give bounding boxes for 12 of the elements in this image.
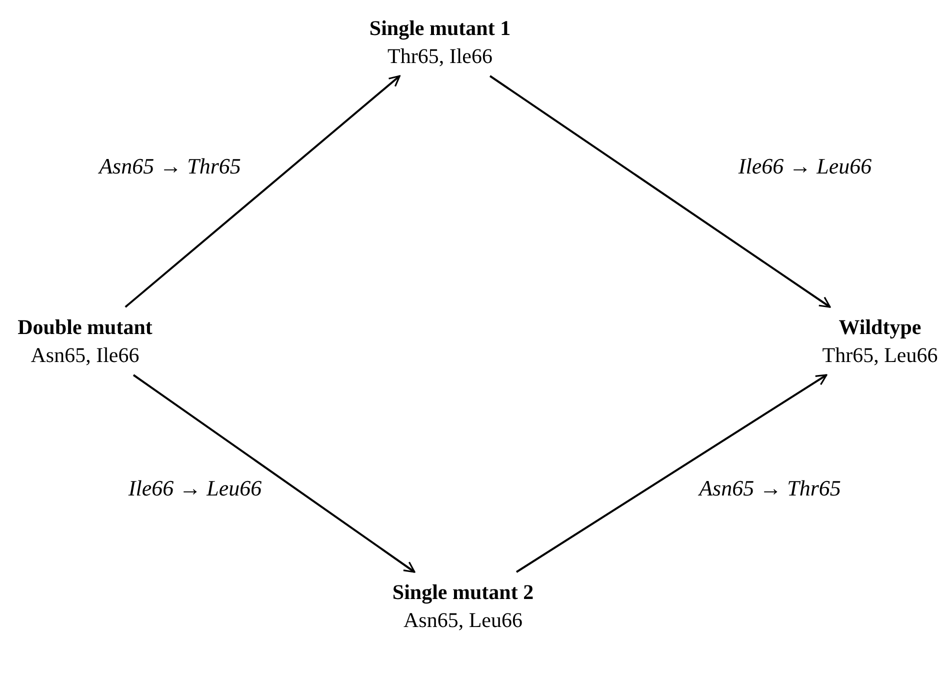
node-subtitle: Asn65, Ile66 xyxy=(30,342,140,369)
node-subtitle: Thr65, Leu66 xyxy=(822,342,938,369)
node-subtitle: Thr65, Ile66 xyxy=(388,43,492,70)
node-title: Single mutant 2 xyxy=(392,579,534,606)
node-title: Double mutant xyxy=(18,314,152,341)
arrow xyxy=(516,374,828,573)
node-subtitle: Asn65, Leu66 xyxy=(404,607,522,634)
node-title: Single mutant 1 xyxy=(369,15,511,42)
arrow xyxy=(132,374,416,573)
arrow xyxy=(124,75,400,308)
node-title: Wildtype xyxy=(838,314,922,341)
arrow xyxy=(489,75,831,308)
